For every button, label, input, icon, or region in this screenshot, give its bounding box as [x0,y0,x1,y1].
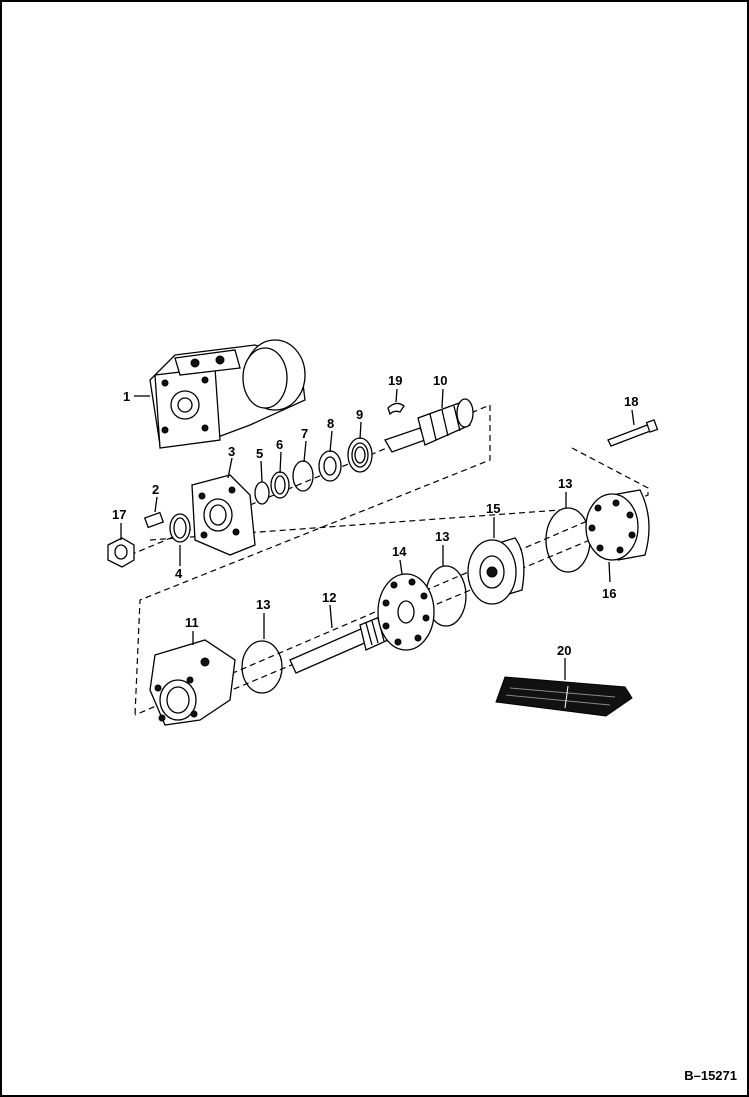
callout-19: 19 [388,373,402,388]
callout-14: 14 [392,544,407,559]
part-2-fitting [143,511,165,529]
callout-13-middle: 13 [435,529,449,544]
part-13-o-ring-left [241,640,283,694]
callout-6: 6 [276,437,283,452]
callout-15: 15 [486,501,500,516]
callout-10: 10 [433,373,447,388]
part-16-end-cap [585,489,650,561]
callout-9: 9 [356,407,363,422]
callout-12: 12 [322,590,336,605]
leader-lines [120,388,635,680]
part-4-seal [169,513,191,543]
part-12-splined-shaft [289,615,389,674]
figure-reference-number: B–15271 [684,1068,737,1083]
part-5-ring [254,481,270,505]
part-19-key [387,402,405,416]
part-13-o-ring-right [545,507,591,573]
part-14-valve-plate [377,573,435,651]
callout-1: 1 [123,389,130,404]
part-15-gerotor [467,537,525,605]
part-20-seal-kit [495,676,633,717]
part-11-housing [149,639,236,726]
callout-3: 3 [228,444,235,459]
part-8-washer [318,450,342,482]
part-17-nut [107,537,135,568]
callout-7: 7 [301,426,308,441]
callout-13-right: 13 [558,476,572,491]
callout-17: 17 [112,507,126,522]
callout-20: 20 [557,643,571,658]
callout-16: 16 [602,586,616,601]
part-9-bearing [347,437,373,473]
part-1-motor-assembly [149,339,306,449]
callout-18: 18 [624,394,638,409]
part-6-ring [270,471,290,499]
part-3-flange [191,474,256,556]
callout-2: 2 [152,482,159,497]
callout-11: 11 [185,615,199,630]
callout-8: 8 [327,416,334,431]
part-10-shaft [384,398,474,453]
part-7-o-ring [292,460,314,492]
callout-5: 5 [256,446,263,461]
callout-13-left: 13 [256,597,270,612]
callout-numbers: 1 2 3 4 5 6 7 8 9 10 11 12 13 13 13 14 1… [112,373,638,658]
callout-4: 4 [175,566,183,581]
part-18-bolt [607,419,659,447]
